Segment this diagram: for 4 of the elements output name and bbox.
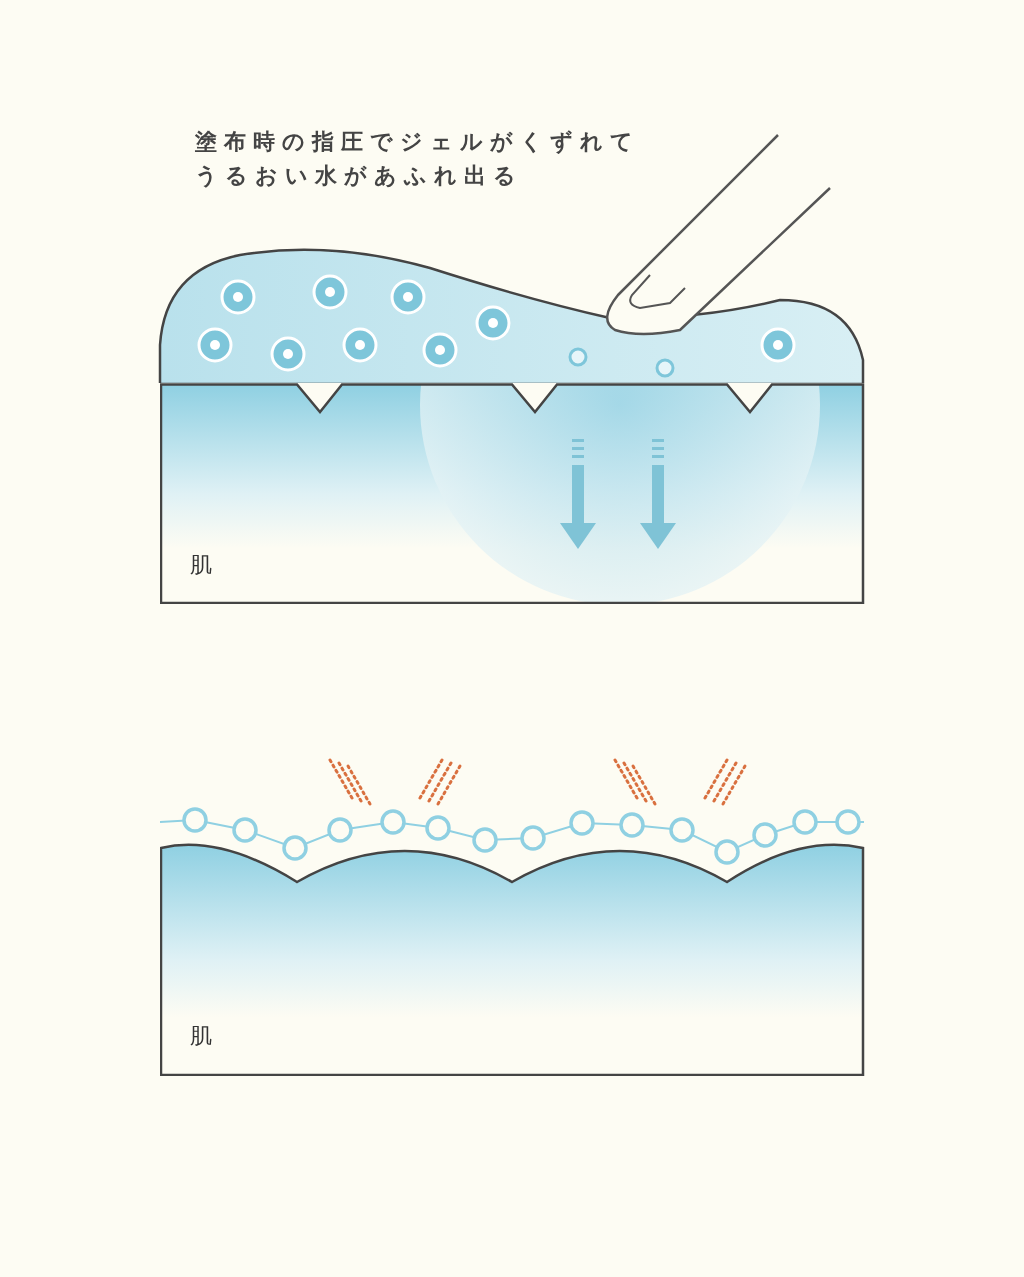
skin-layer bbox=[160, 383, 865, 604]
annotation-text: 塗布時の指圧でジェルがくずれてうるおい水があふれ出る bbox=[195, 128, 641, 190]
skin-label: 肌 bbox=[190, 1022, 212, 1050]
skin-label: 肌 bbox=[190, 551, 212, 579]
